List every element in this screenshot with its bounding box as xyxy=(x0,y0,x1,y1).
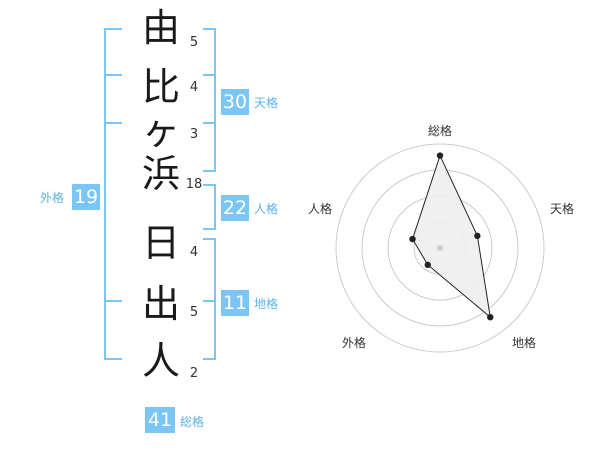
stroke-count-3: 3 xyxy=(189,127,199,142)
soukaku-label: 総格 xyxy=(180,415,205,429)
radar-axis-label-chikaku: 地格 xyxy=(512,336,537,350)
radar-axis-label-gaikaku: 外格 xyxy=(342,336,367,350)
radar-axis-label-jinkaku: 人格 xyxy=(308,202,333,216)
radar-center xyxy=(437,245,443,251)
name-char-4: 浜 xyxy=(141,152,180,196)
radar-axis-label-tenkaku: 天格 xyxy=(550,202,575,216)
radar-point-1 xyxy=(474,232,481,240)
jinkaku-label: 人格 xyxy=(254,202,279,216)
tenkaku-label: 天格 xyxy=(254,96,279,110)
name-char-7: 人 xyxy=(141,339,180,383)
name-char-3: ヶ xyxy=(141,109,180,153)
stroke-count-4: 18 xyxy=(185,177,203,192)
radar-point-3 xyxy=(424,261,431,269)
name-char-5: 日 xyxy=(141,221,180,265)
stroke-count-5: 4 xyxy=(189,245,199,260)
stroke-count-6: 5 xyxy=(189,305,199,320)
radar-axis-label-soukaku: 総格 xyxy=(428,124,453,138)
radar-point-4 xyxy=(409,235,416,243)
radar-polygon xyxy=(411,154,491,319)
stroke-count-2: 4 xyxy=(189,80,199,95)
gaikaku-value: 19 xyxy=(72,184,100,210)
name-char-6: 出 xyxy=(141,282,180,326)
radar-ring-4 xyxy=(335,143,545,353)
chikaku-value: 11 xyxy=(221,290,249,316)
chikaku-label: 地格 xyxy=(254,297,279,311)
gaikaku-label: 外格 xyxy=(40,191,65,205)
stroke-count-1: 5 xyxy=(189,35,199,50)
jinkaku-value: 22 xyxy=(221,195,249,221)
stroke-count-7: 2 xyxy=(189,366,199,381)
name-char-1: 由 xyxy=(141,6,180,50)
radar-point-2 xyxy=(487,313,494,321)
tenkaku-value: 30 xyxy=(221,89,249,115)
radar-point-0 xyxy=(436,152,444,159)
soukaku-value: 41 xyxy=(145,407,175,433)
name-char-2: 比 xyxy=(141,65,180,109)
